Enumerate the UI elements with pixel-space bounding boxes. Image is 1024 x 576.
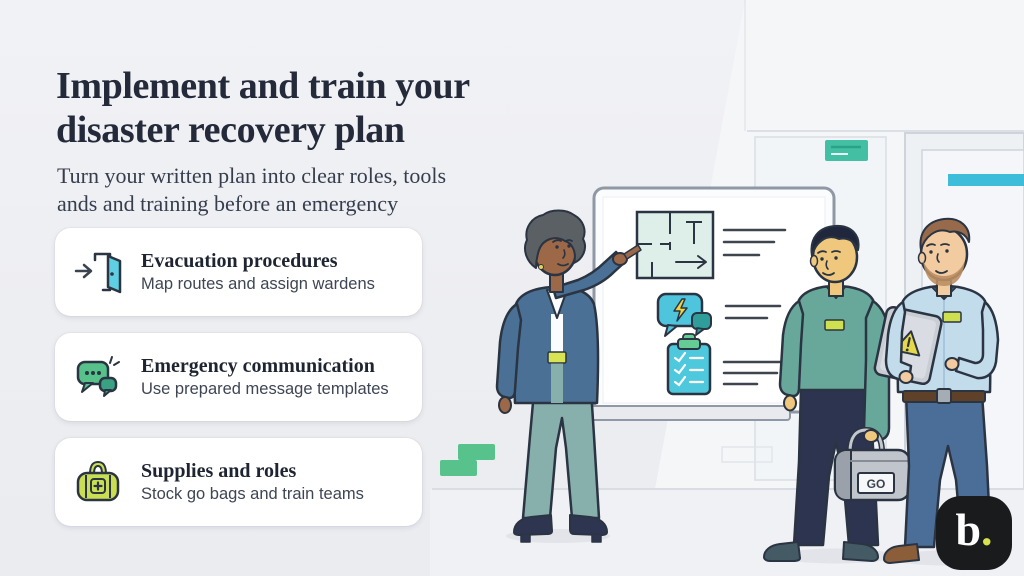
card-title: Evacuation procedures <box>141 250 338 273</box>
page-title: Implement and train your disaster recove… <box>56 65 556 152</box>
card-description: Map routes and assign wardens <box>141 275 375 294</box>
beard <box>923 260 965 286</box>
card-title: Supplies and roles <box>141 460 297 483</box>
go-bag-label: GO <box>867 477 886 491</box>
card-title: Emergency communication <box>141 355 375 378</box>
page-title-line1: Implement and train your <box>56 65 470 108</box>
go-bag-icon <box>71 455 125 509</box>
brand-logo-text: b. <box>955 507 992 553</box>
checklist-clipboard-icon <box>666 333 712 396</box>
alert-chat-bubble-icon <box>656 292 712 337</box>
whiteboard-tray <box>583 405 791 421</box>
pointing-arm <box>551 250 627 300</box>
go-bag: GO <box>833 427 912 502</box>
green-wall-blocks <box>440 444 495 476</box>
brand-logo-letter: b <box>955 504 982 555</box>
feature-card-list: Evacuation procedures Map routes and ass… <box>55 228 422 526</box>
employee-with-tablet <box>873 217 1008 566</box>
black-hair <box>810 224 860 257</box>
card-description: Stock go bags and train teams <box>141 485 364 504</box>
card-supplies-and-roles: Supplies and roles Stock go bags and tra… <box>55 438 422 526</box>
curly-hair <box>524 209 586 269</box>
page-subtitle-line2: ands and training before an emergency <box>57 190 399 216</box>
card-description: Use prepared message templates <box>141 380 389 399</box>
belt <box>547 351 567 364</box>
woman-presenter <box>495 209 642 543</box>
wall-sign <box>825 140 868 161</box>
employee-with-go-bag: GO <box>763 224 912 564</box>
card-text: Emergency communication Use prepared mes… <box>141 355 389 399</box>
board-text-lines <box>722 228 787 386</box>
card-emergency-communication: Emergency communication Use prepared mes… <box>55 333 422 421</box>
page-subtitle-line1: Turn your written plan into clear roles,… <box>57 163 447 188</box>
name-badge <box>942 311 962 323</box>
card-text: Supplies and roles Stock go bags and tra… <box>141 460 364 504</box>
exit-door-icon <box>71 245 125 299</box>
page-title-line2: disaster recovery plan <box>56 109 405 152</box>
brand-logo-dot: . <box>981 504 993 555</box>
chat-bubbles-icon <box>71 350 125 404</box>
page-subtitle: Turn your written plan into clear roles,… <box>57 162 557 218</box>
card-text: Evacuation procedures Map routes and ass… <box>141 250 375 294</box>
brand-logo: b. <box>936 496 1012 570</box>
card-evacuation-procedures: Evacuation procedures Map routes and ass… <box>55 228 422 316</box>
whiteboard <box>583 186 836 421</box>
floor-plan-exit-arrow-icon <box>635 210 715 280</box>
name-badge <box>824 319 845 331</box>
brown-hair <box>919 217 971 251</box>
